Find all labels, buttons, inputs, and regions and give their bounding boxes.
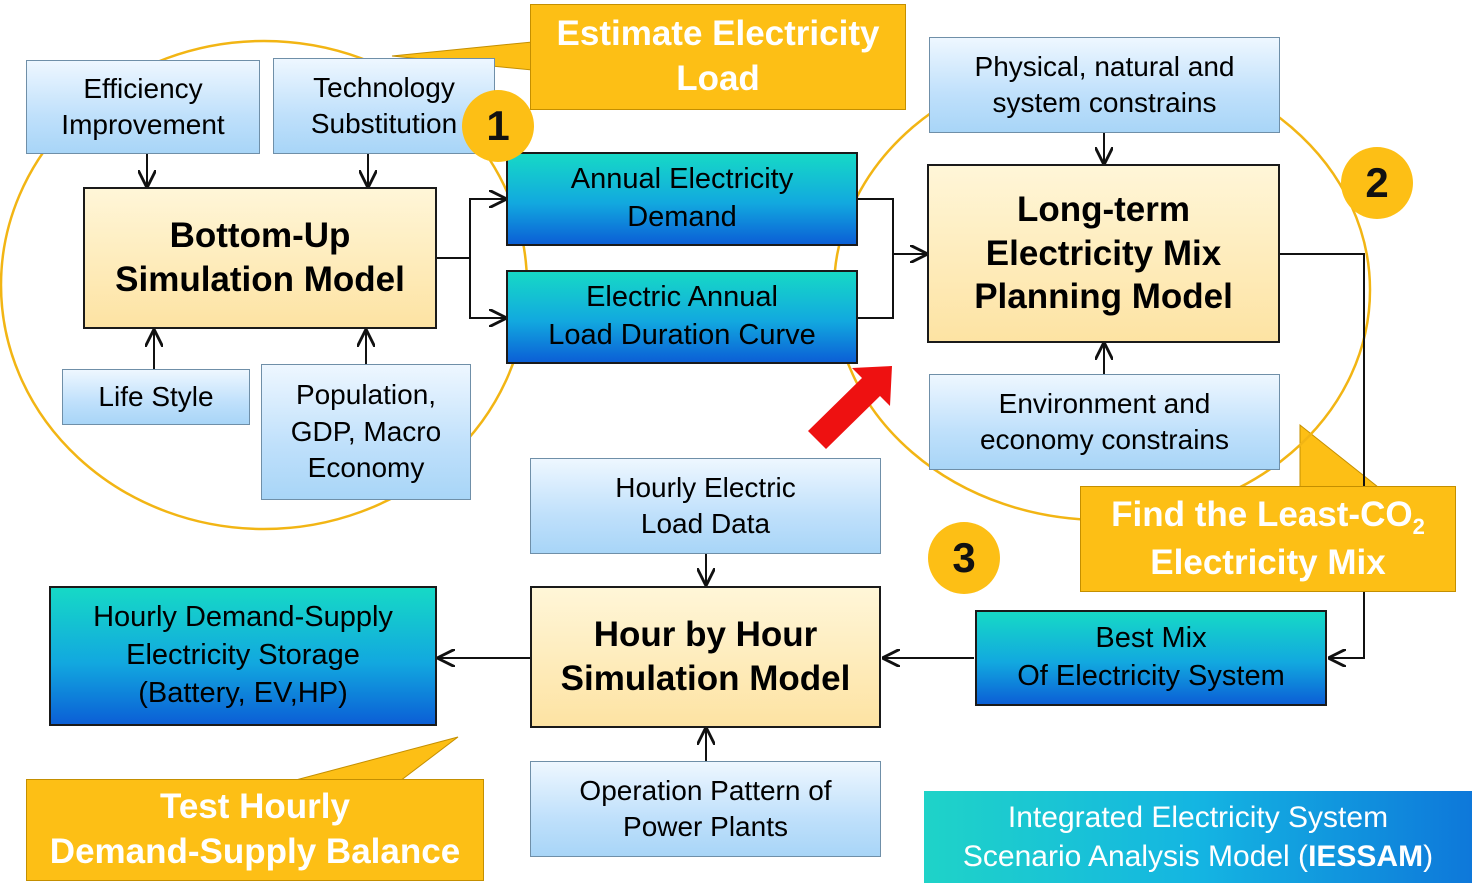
output-annual-demand: Annual Electricity Demand: [506, 152, 858, 246]
model-bottom-up-line2: Simulation Model: [115, 260, 405, 299]
input-physical-line2: system constrains: [992, 87, 1217, 118]
input-operation-line2: Power Plants: [623, 811, 788, 842]
callout-estimate-line1: Estimate Electricity: [556, 14, 880, 54]
input-technology-line2: Substitution: [310, 108, 458, 139]
callout-hourly-test: Test Hourly Demand-Supply Balance: [26, 779, 484, 881]
legend-iessam: Integrated Electricity System Scenario A…: [924, 791, 1472, 883]
input-operation-line1: Operation Pattern of: [579, 774, 832, 806]
callout-hourly-test-line1: Test Hourly: [160, 787, 350, 827]
connector-curve-to-planning: [858, 254, 894, 319]
output-load-curve-line1: Electric Annual: [586, 281, 778, 314]
step-badge-1: 1: [462, 90, 534, 162]
callout-estimate-load: Estimate Electricity Load: [530, 4, 906, 110]
input-technology-line1: Technology: [313, 71, 455, 103]
model-bottom-up-line1: Bottom-Up: [169, 216, 351, 256]
callout-least-co2-line1: Find the Least-CO2: [1111, 493, 1425, 541]
input-population-line3: Economy: [307, 452, 425, 484]
legend-line1: Integrated Electricity System: [1007, 801, 1389, 834]
output-load-curve-line2: Load Duration Curve: [548, 319, 816, 351]
model-long-term-line1: Long-term: [1016, 189, 1191, 229]
callout-hourly-test-line2: Demand-Supply Balance: [49, 832, 461, 871]
connector-demand-to-planning: [858, 198, 926, 254]
input-population-line2: GDP, Macro: [290, 415, 442, 447]
connector-bottom-up-split-2: [469, 258, 505, 318]
callout-estimate-line2: Load: [676, 59, 760, 98]
model-hour-by-hour-line2: Simulation Model: [560, 659, 851, 698]
input-hourly-load-line1: Hourly Electric: [615, 471, 796, 503]
callout-least-co2: Find the Least-CO2 Electricity Mix: [1080, 486, 1456, 592]
input-population-line1: Population,: [295, 379, 437, 411]
output-best-mix-line1: Best Mix: [1095, 622, 1207, 655]
legend-line2: Scenario Analysis Model (IESSAM): [963, 837, 1433, 876]
output-annual-demand-line2: Demand: [627, 201, 737, 233]
connector-bottom-up-split: [437, 199, 505, 259]
legend-line2-prefix: Scenario Analysis Model (: [962, 840, 1309, 873]
model-bottom-up-simulation: Bottom-Up Simulation Model: [83, 187, 437, 329]
callout-least-co2-subscript: 2: [1412, 513, 1425, 539]
model-hour-by-hour-simulation: Hour by Hour Simulation Model: [530, 586, 881, 728]
model-long-term-line3: Planning Model: [974, 277, 1233, 317]
output-storage-line3: (Battery, EV,HP): [138, 676, 348, 709]
legend-acronym: IESSAM: [1308, 840, 1424, 873]
model-long-term-planning: Long-term Electricity Mix Planning Model: [927, 164, 1280, 343]
callout-tail-hourly-test: [291, 736, 459, 782]
input-hourly-load-data: Hourly Electric Load Data: [530, 458, 881, 554]
output-storage-line2: Electricity Storage: [126, 639, 360, 672]
input-environment-constraints: Environment and economy constrains: [929, 374, 1280, 470]
output-storage-line1: Hourly Demand-Supply: [93, 601, 393, 634]
connector-planning-to-best-mix: [1280, 253, 1365, 658]
input-efficiency-line2: Improvement: [61, 109, 225, 140]
input-hourly-load-line2: Load Data: [640, 508, 771, 539]
red-feedback-arrow: [808, 366, 892, 449]
model-hour-by-hour-line1: Hour by Hour: [593, 615, 818, 655]
output-best-mix: Best Mix Of Electricity System: [975, 610, 1327, 706]
callout-least-co2-text: Find the Least-CO: [1111, 494, 1413, 534]
input-environment-line1: Environment and: [998, 387, 1211, 419]
input-efficiency-line1: Efficiency: [83, 72, 203, 104]
input-life-style: Life Style: [62, 369, 250, 425]
model-long-term-line2: Electricity Mix: [985, 233, 1222, 273]
output-storage: Hourly Demand-Supply Electricity Storage…: [49, 586, 437, 726]
step-badge-3: 3: [928, 522, 1000, 594]
input-life-style-line1: Life Style: [98, 380, 214, 412]
input-technology-substitution: Technology Substitution: [273, 58, 495, 154]
input-efficiency-improvement: Efficiency Improvement: [26, 60, 260, 154]
input-operation-pattern: Operation Pattern of Power Plants: [530, 761, 881, 857]
callout-least-co2-line2: Electricity Mix: [1150, 542, 1386, 582]
input-population-gdp: Population, GDP, Macro Economy: [261, 364, 471, 500]
legend-line2-suffix: ): [1423, 840, 1434, 873]
output-annual-demand-line1: Annual Electricity: [570, 163, 794, 196]
output-best-mix-line2: Of Electricity System: [1017, 660, 1285, 692]
input-environment-line2: economy constrains: [979, 424, 1229, 455]
output-load-duration-curve: Electric Annual Load Duration Curve: [506, 270, 858, 364]
input-physical-line1: Physical, natural and: [974, 50, 1235, 82]
step-badge-2: 2: [1341, 147, 1413, 219]
input-physical-constraints: Physical, natural and system constrains: [929, 37, 1280, 133]
